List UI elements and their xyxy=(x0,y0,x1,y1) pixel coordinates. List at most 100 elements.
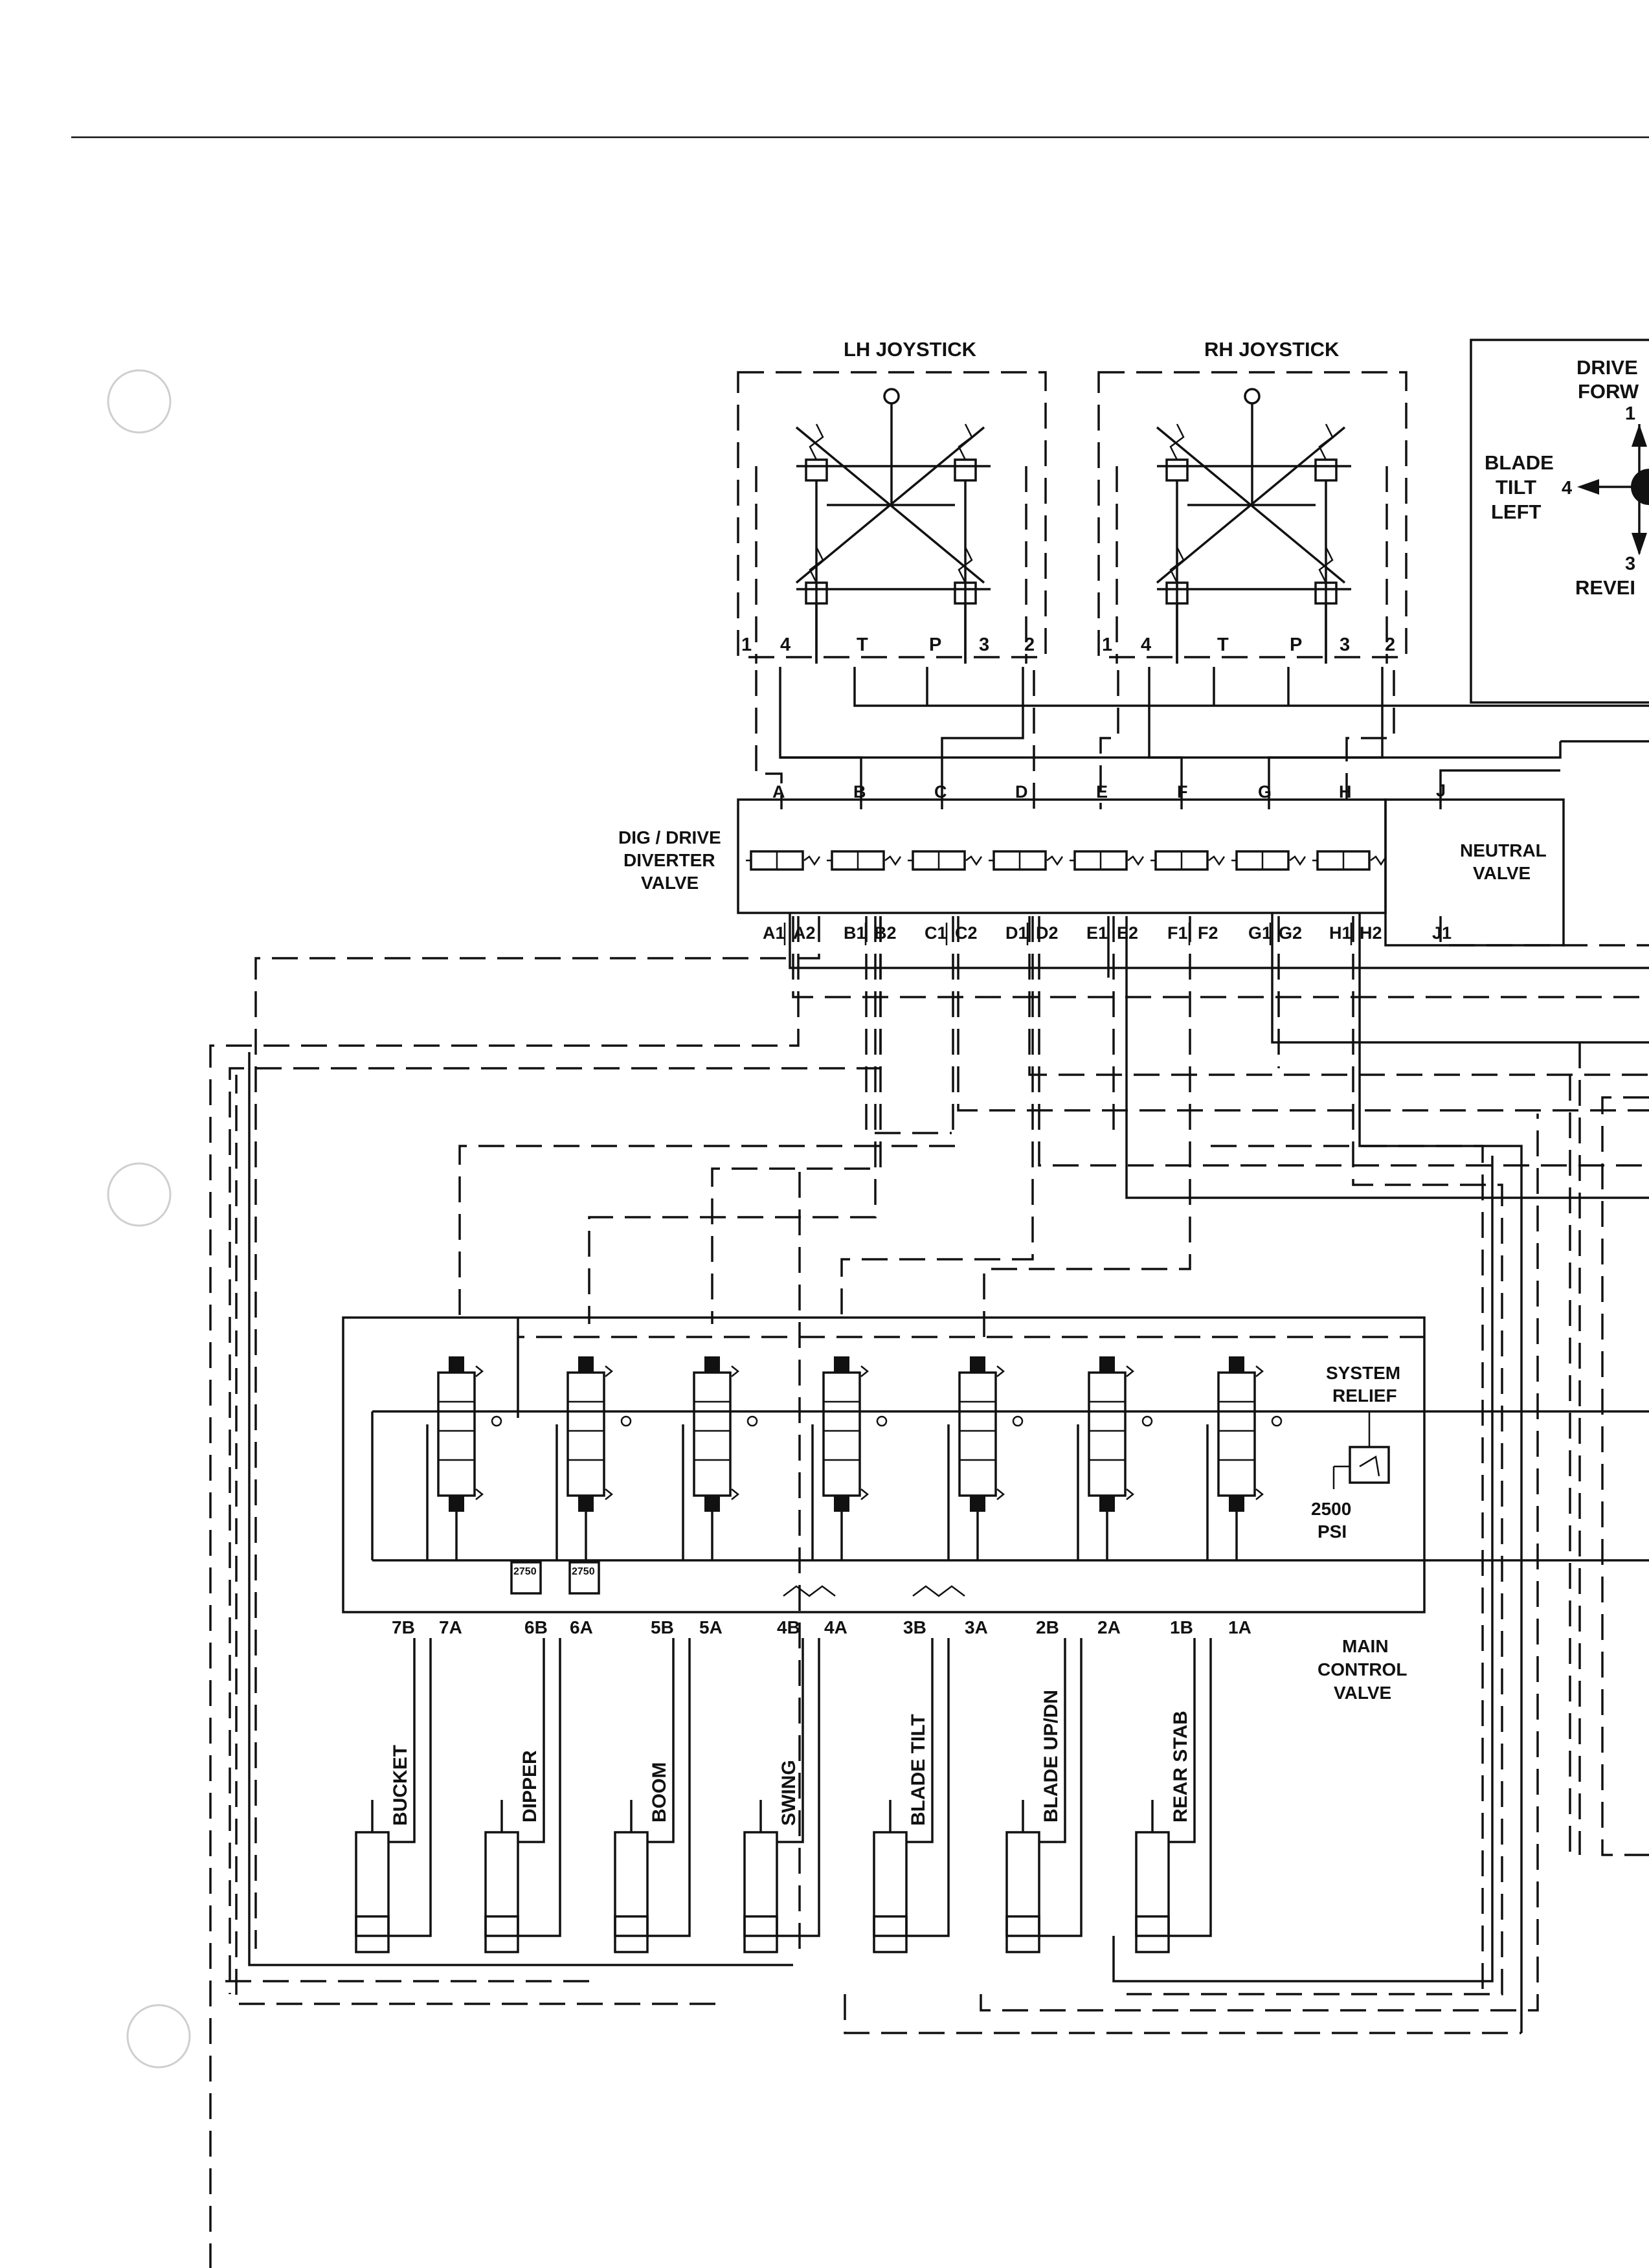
diverter-label-line1: DIG / DRIVE xyxy=(618,827,721,848)
main-valve-port-label: 1A xyxy=(1228,1617,1251,1637)
cylinder-dipper: DIPPER xyxy=(484,1638,561,1953)
pilot-cap-icon xyxy=(834,1356,849,1373)
spool-body xyxy=(566,1371,605,1497)
spring-icon xyxy=(1126,1488,1135,1500)
pressure-reducing-valve-icon xyxy=(805,458,828,482)
diverter-outlet-label: F2 xyxy=(1198,923,1218,943)
joystick-port-label: 3 xyxy=(979,634,989,655)
pilot-cap-icon xyxy=(449,1496,464,1512)
spring-icon xyxy=(1169,546,1185,583)
pilot-cap-icon xyxy=(834,1496,849,1512)
joystick-port-label: T xyxy=(1217,634,1229,655)
port-relief-valves: 2750 2750 xyxy=(510,1561,965,1597)
joystick-port-label: 2 xyxy=(1385,634,1395,655)
cylinder-label: BLADE UP/DN xyxy=(1040,1690,1062,1823)
joystick-port-label: 1 xyxy=(1102,634,1112,655)
main-valve-port-label: 4A xyxy=(824,1617,847,1637)
spring-icon xyxy=(884,855,902,866)
joystick-port-label: 3 xyxy=(1340,634,1350,655)
diverter-outlet-label: G1 xyxy=(1248,923,1272,943)
neutral-label-line2: VALVE xyxy=(1473,863,1531,883)
spool-body xyxy=(1217,1371,1256,1497)
diverter-outlet-label: G2 xyxy=(1279,923,1302,943)
spring-icon xyxy=(605,1365,614,1377)
cylinder-label: SWING xyxy=(778,1760,800,1826)
spool-body xyxy=(822,1371,861,1497)
binder-hole xyxy=(126,2004,191,2069)
diverter-outlet-label: B2 xyxy=(874,923,897,943)
cylinder-barrel-icon xyxy=(484,1831,519,1937)
system-relief-line1: SYSTEM xyxy=(1326,1363,1400,1383)
spring-icon xyxy=(1169,423,1185,460)
main-valve-port-label: 5A xyxy=(699,1617,723,1637)
diverter-inlet-label: D xyxy=(1015,782,1028,802)
joystick-port-label: 4 xyxy=(780,634,791,655)
main-valve-port-label: 6B xyxy=(524,1617,548,1637)
cylinder-cap-icon xyxy=(484,1915,519,1953)
spring-icon xyxy=(996,1365,1005,1377)
cylinder-rear-stab: REAR STAB xyxy=(1135,1638,1212,1953)
main-valve-port-label: 3B xyxy=(903,1617,926,1637)
legend-tilt: TILT xyxy=(1496,476,1536,499)
arrow-up-icon xyxy=(1632,424,1647,447)
diverter-inlet-label: F xyxy=(1177,782,1188,802)
relief-pressure-unit: PSI xyxy=(1318,1521,1347,1542)
spring-icon xyxy=(809,423,824,460)
spool-body xyxy=(1088,1371,1127,1497)
spring-icon xyxy=(1046,855,1064,866)
pilot-cap-icon xyxy=(1099,1356,1115,1373)
spring-icon xyxy=(860,1365,869,1377)
cylinder-boom: BOOM xyxy=(614,1638,691,1953)
joystick-housing xyxy=(737,371,1047,658)
drive-legend: DRIVE FORW 1 BLADE TILT LEFT 4 3 REVEI xyxy=(1470,339,1649,704)
pilot-cap-icon xyxy=(1099,1496,1115,1512)
spool-valve-5 xyxy=(947,1356,1024,1560)
joystick-port-label: T xyxy=(857,634,868,655)
spring-icon xyxy=(1255,1488,1264,1500)
pilot-cap-icon xyxy=(578,1356,594,1373)
pilot-cap-icon xyxy=(578,1496,594,1512)
spool-body xyxy=(958,1371,997,1497)
diverter-inlet-label: C xyxy=(934,782,947,802)
joystick-lever-knob-icon xyxy=(1244,388,1261,405)
diverter-inlet-label: H xyxy=(1339,782,1352,802)
legend-forward: FORW xyxy=(1578,380,1639,403)
cylinder-barrel-icon xyxy=(873,1831,908,1937)
cylinder-cap-icon xyxy=(1005,1915,1040,1953)
main-valve-label-line2: CONTROL xyxy=(1318,1659,1407,1679)
cylinder-label: DIPPER xyxy=(519,1750,541,1823)
joystick-center-icon xyxy=(1631,469,1649,505)
pilot-cap-icon xyxy=(1229,1356,1244,1373)
cylinder-barrel-icon xyxy=(1135,1831,1170,1937)
main-valve-port-label: 1B xyxy=(1170,1617,1193,1637)
binder-hole xyxy=(107,1162,172,1227)
legend-num-1: 1 xyxy=(1625,403,1635,424)
spring-icon xyxy=(475,1488,484,1500)
joystick-housing xyxy=(1097,371,1408,658)
joystick-lever-knob-icon xyxy=(883,388,900,405)
relief-pressure-value: 2500 xyxy=(1311,1499,1351,1519)
diverter-outlet-label: A2 xyxy=(793,923,816,943)
diverter-label-line2: DIVERTER xyxy=(623,850,715,870)
cylinder-barrel-icon xyxy=(614,1831,649,1937)
neutral-port-j: J xyxy=(1436,781,1446,800)
diverter-inlet-label: A xyxy=(772,782,785,802)
pressure-reducing-valve-icon xyxy=(1165,458,1189,482)
main-valve-spools xyxy=(426,1356,1283,1560)
spring-icon xyxy=(1126,1365,1135,1377)
cylinder-cap-icon xyxy=(1135,1915,1170,1953)
diverter-label-line3: VALVE xyxy=(641,873,699,893)
spring-icon xyxy=(475,1365,484,1377)
cylinder-label: REAR STAB xyxy=(1170,1711,1191,1823)
spool-valve-7 xyxy=(1206,1356,1283,1560)
pilot-lines xyxy=(755,667,1649,809)
neutral-port-j1: J1 xyxy=(1432,923,1452,943)
cylinder-label: BLADE TILT xyxy=(908,1714,929,1826)
cylinder-bucket: BUCKET xyxy=(355,1638,432,1953)
cylinder-swing: SWING xyxy=(743,1638,820,1953)
